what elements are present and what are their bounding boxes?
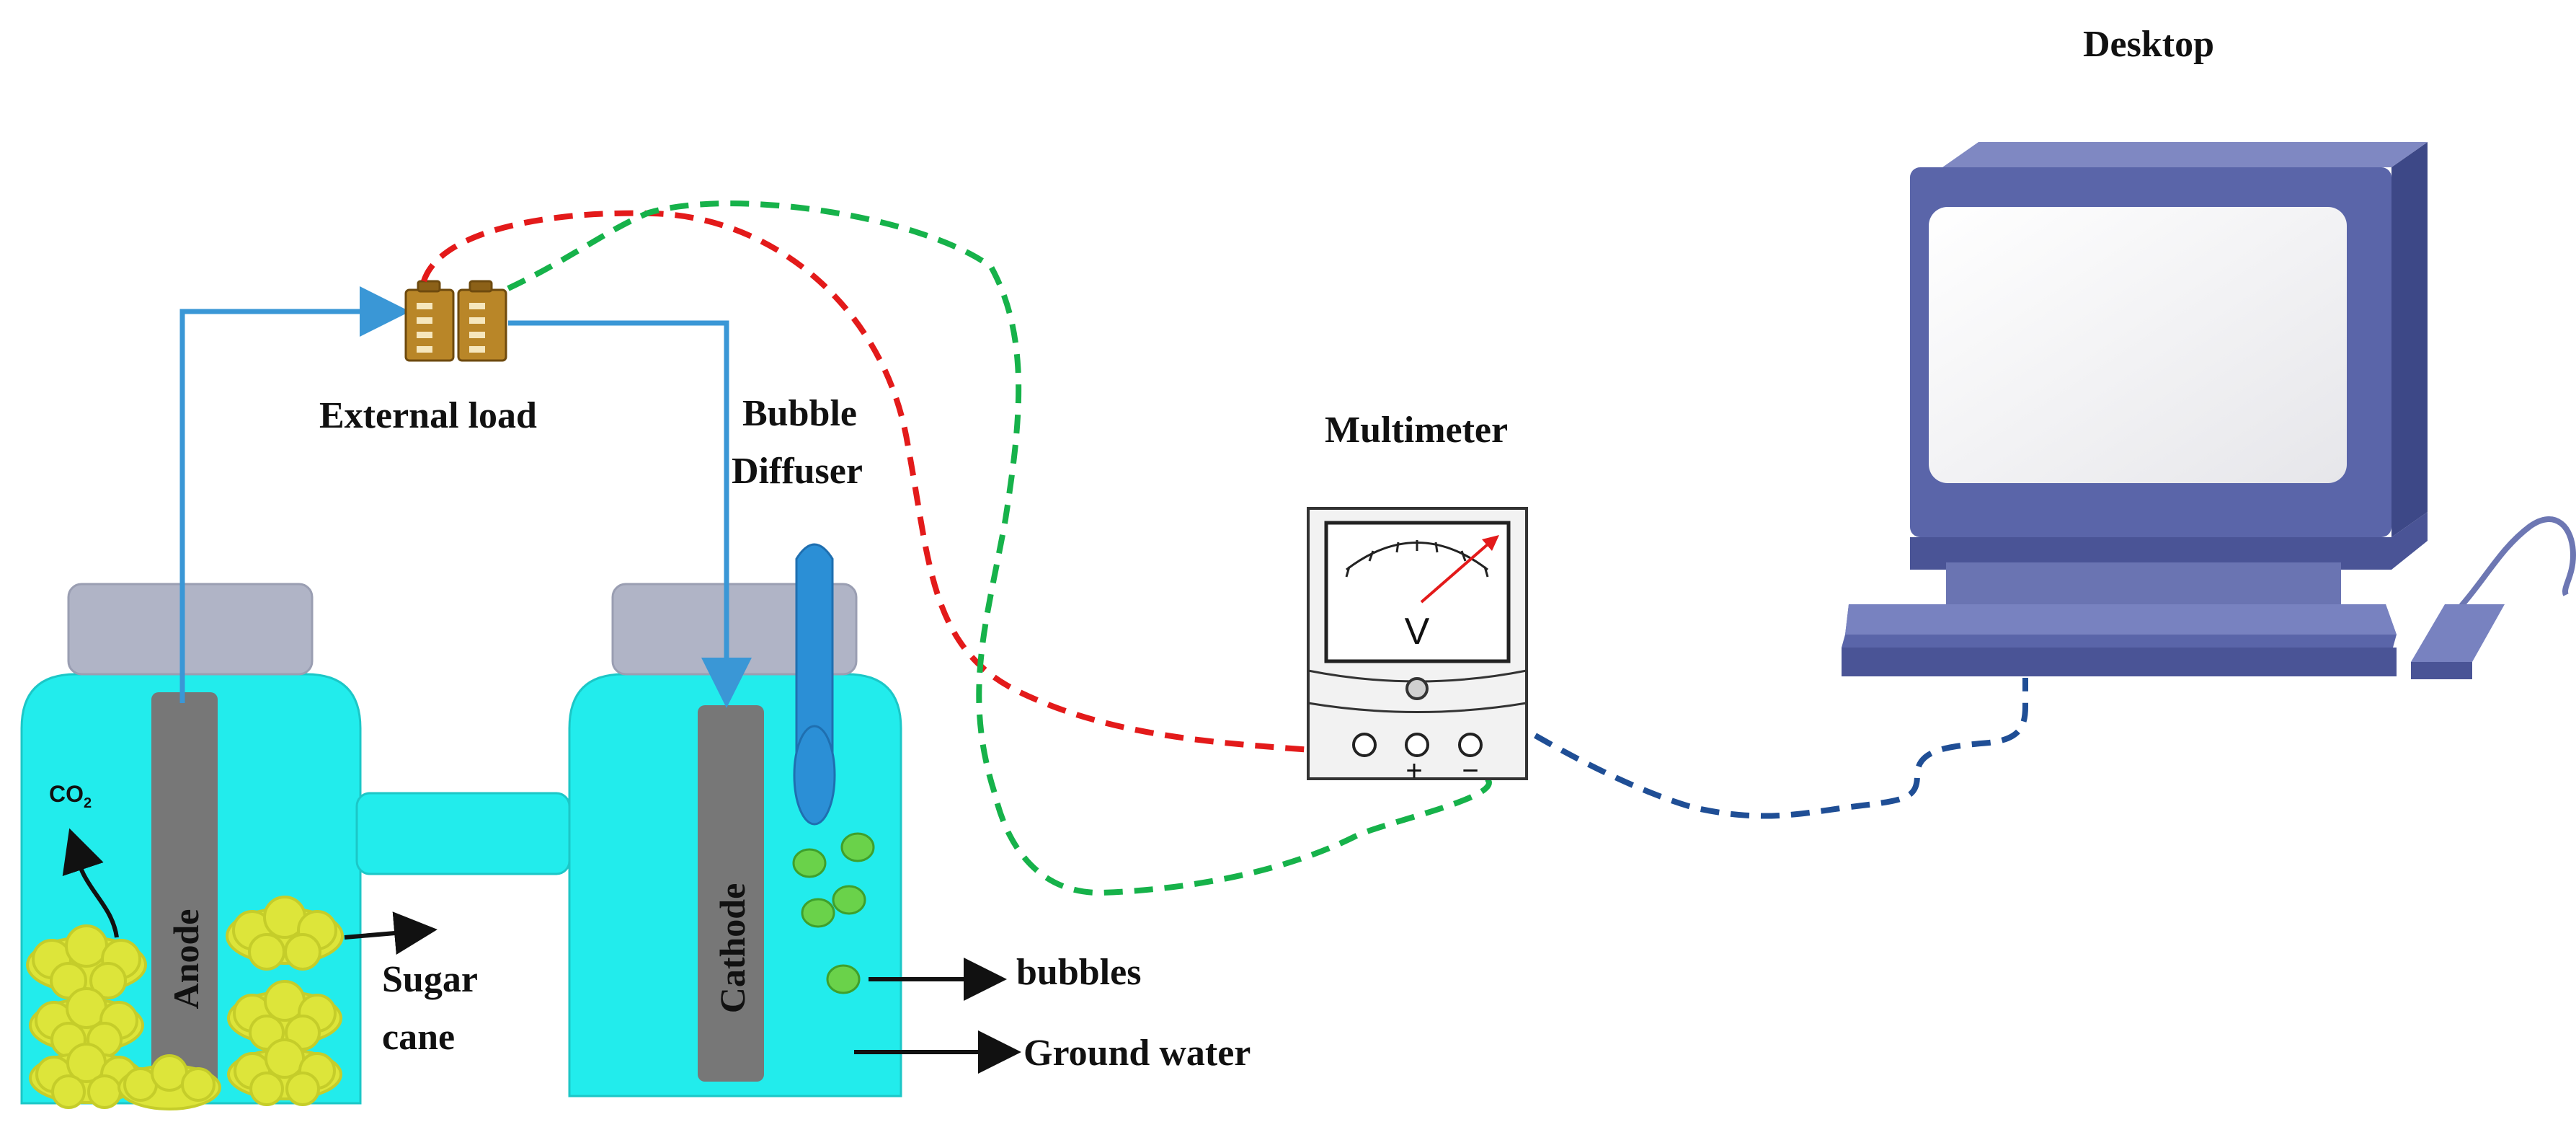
cane-label: cane — [382, 1017, 455, 1058]
cathode-label: Cathode — [712, 883, 752, 1014]
ground-water-label: Ground water — [1023, 1033, 1251, 1074]
keyboard-top — [1845, 604, 2397, 635]
mouse — [2411, 604, 2505, 662]
sugar-cane-particles — [26, 896, 344, 1110]
monitor-stand-base — [1946, 562, 2341, 604]
multimeter: V + − — [1307, 507, 1528, 787]
battery-icon — [404, 280, 507, 362]
sugar-cane-clump — [26, 924, 147, 999]
anode-wire — [179, 286, 410, 703]
minus-sign: − — [1462, 755, 1478, 787]
co2-label: CO2 — [49, 781, 92, 811]
meter-panel-line — [1307, 702, 1527, 713]
cathode-wire — [508, 320, 752, 708]
meter-terminal — [1458, 733, 1483, 757]
anode-label: Anode — [166, 909, 206, 1010]
diffuser-stone — [793, 725, 836, 826]
mouse-base — [2411, 662, 2472, 679]
bubble — [826, 964, 861, 994]
meter-symbol: V — [1405, 611, 1430, 653]
bubble-label: Bubble — [742, 393, 857, 434]
bubble — [840, 832, 875, 862]
desktop-label: Desktop — [2083, 24, 2214, 65]
anode-jar-lid — [67, 583, 314, 676]
co2-release: CO2 — [49, 781, 119, 938]
monitor-side — [2391, 142, 2428, 537]
meter-terminal — [1352, 733, 1377, 757]
annotation-arrows — [344, 911, 1021, 1074]
sugar-cane-clump — [29, 987, 144, 1058]
meter-dial — [1405, 677, 1429, 700]
diffuser-label: Diffuser — [732, 451, 863, 492]
anode-electrode — [151, 692, 218, 1092]
sugar-cane-pointer — [344, 911, 438, 955]
red-probe-wire — [421, 210, 1367, 756]
salt-bridge — [355, 792, 571, 875]
green-probe-wire — [507, 200, 1492, 896]
multimeter-label: Multimeter — [1325, 410, 1508, 451]
external-circuit — [179, 286, 752, 708]
bubble — [832, 885, 866, 915]
sugar-cane-clump — [227, 1038, 342, 1106]
meter-needle — [1420, 538, 1495, 604]
external-load-label: External load — [319, 395, 537, 436]
bubbles-label: bubbles — [1016, 952, 1141, 993]
voltmeter-icon: V — [1345, 535, 1499, 653]
plus-sign: + — [1405, 755, 1422, 787]
sugar-label: Sugar — [382, 959, 478, 1000]
bubble-diffuser — [793, 543, 836, 826]
desktop-computer-icon — [1842, 142, 2576, 679]
co2-arrow — [62, 828, 119, 938]
external-load — [404, 280, 507, 362]
monitor-stand — [1910, 512, 2428, 570]
keyboard-edge — [1842, 648, 2397, 676]
monitor-top — [1942, 142, 2428, 167]
sugar-cane-clump — [117, 1054, 221, 1110]
bubble — [792, 848, 827, 878]
meter-terminal — [1405, 733, 1429, 757]
cathode-electrode — [698, 705, 764, 1082]
bubble — [801, 898, 835, 928]
data-cable — [1534, 678, 2028, 819]
mouse-cable — [2459, 516, 2576, 608]
monitor-screen — [1929, 207, 2347, 483]
air-bubbles — [792, 832, 875, 994]
cathode-chamber: Cathode — [568, 583, 902, 1097]
sugar-cane-clump — [226, 896, 344, 971]
